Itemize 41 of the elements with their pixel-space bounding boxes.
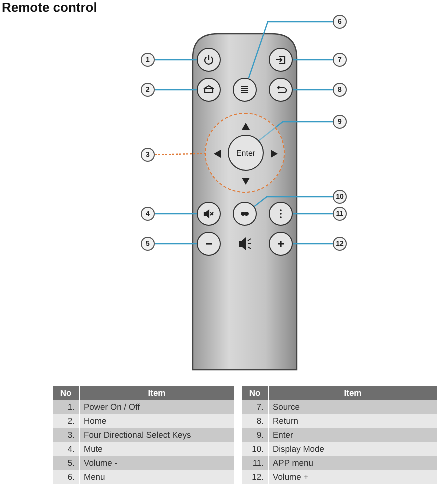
table-cell: Mute [80, 442, 234, 456]
table-cell: 11. [242, 456, 268, 470]
leader-line [293, 243, 333, 245]
table-cell: Enter [268, 428, 438, 442]
leader-line [254, 196, 333, 208]
table-cell: Menu [80, 470, 234, 484]
table-cell: Volume + [268, 470, 438, 484]
table-cell: Volume - [80, 456, 234, 470]
leader-line [293, 59, 333, 61]
table-cell: 2. [53, 414, 80, 428]
table-cell: 9. [242, 428, 268, 442]
table-cell: 1. [53, 400, 80, 414]
table-header: No [53, 386, 80, 400]
table-header: Item [268, 386, 438, 400]
leader-line [155, 243, 197, 245]
table-cell: 12. [242, 470, 268, 484]
leader-line [155, 59, 197, 61]
leader-line [293, 89, 333, 91]
table-cell: 7. [242, 400, 268, 414]
title: Remote control [2, 0, 98, 15]
table-cell: 3. [53, 428, 80, 442]
table-cell: Source [268, 400, 438, 414]
table-cell: 5. [53, 456, 80, 470]
table-cell: 8. [242, 414, 268, 428]
table-header: Item [80, 386, 234, 400]
leader-line [258, 121, 333, 142]
table-cell: Home [80, 414, 234, 428]
table-cell: Display Mode [268, 442, 438, 456]
table-header: No [242, 386, 268, 400]
leader-line [155, 89, 197, 91]
leader-line [154, 153, 206, 156]
leader-line [155, 213, 197, 215]
table-cell: Power On / Off [80, 400, 234, 414]
leader-line [248, 21, 333, 79]
table-cell: 10. [242, 442, 268, 456]
leader-line [293, 213, 333, 215]
table-cell: 6. [53, 470, 80, 484]
table-cell: 4. [53, 442, 80, 456]
table-cell: APP menu [268, 456, 438, 470]
table-cell: Four Directional Select Keys [80, 428, 234, 442]
table-cell: Return [268, 414, 438, 428]
